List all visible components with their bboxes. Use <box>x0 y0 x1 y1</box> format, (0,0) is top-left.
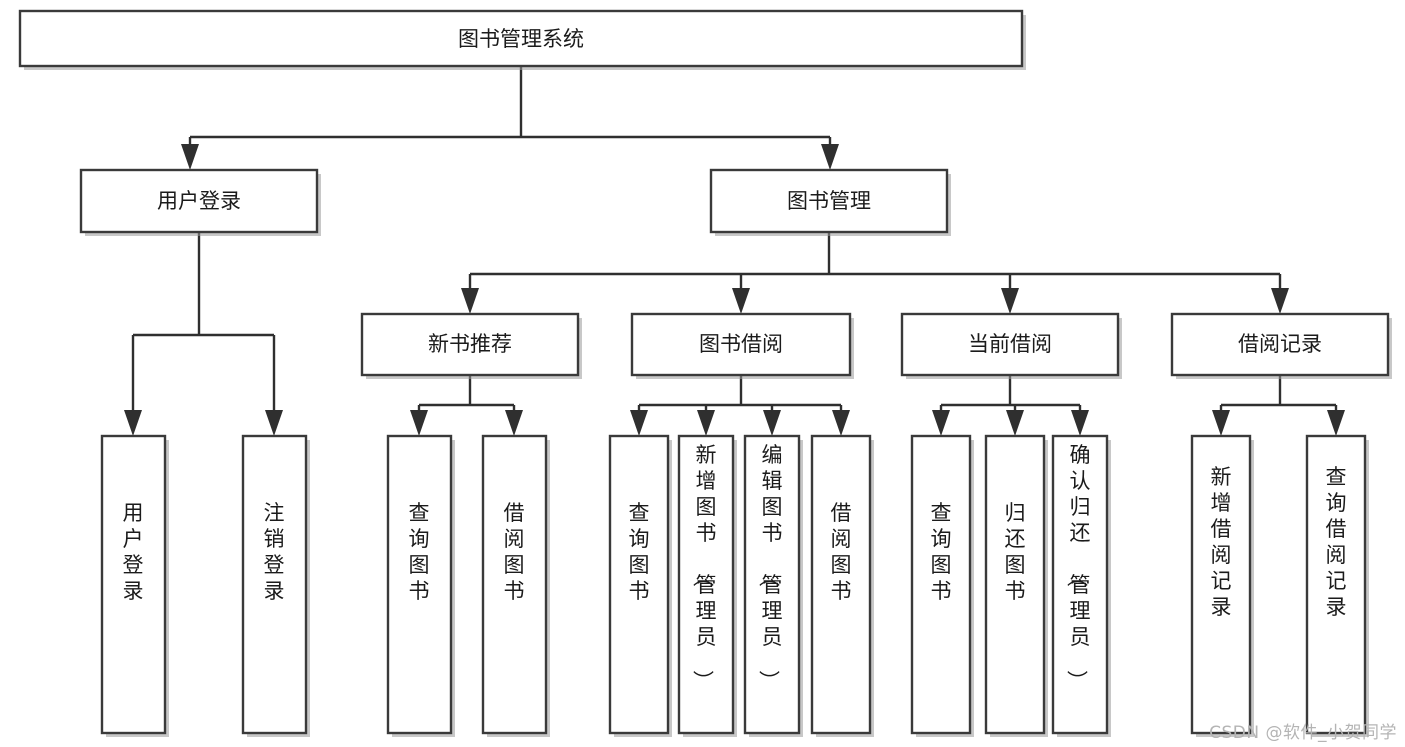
node-label: 图书管理系统 <box>458 27 584 51</box>
node-leaf-add-record[interactable]: 新增借阅记录 <box>1190 434 1254 737</box>
node-rect <box>1051 434 1109 735</box>
node-label: 借阅记录 <box>1238 332 1322 356</box>
node-label: 查询借阅记录 <box>1326 465 1347 619</box>
node-rect <box>79 168 319 234</box>
node-label: 新增借阅记录 <box>1211 465 1232 619</box>
connector-user-login-to-leaves <box>124 232 283 436</box>
connector-book-borrow-to-leaves <box>630 375 850 436</box>
node-leaf-edit-book[interactable]: 编辑图书（管理员） <box>743 434 803 737</box>
node-rect <box>1170 312 1390 377</box>
node-rect <box>709 168 949 234</box>
arrow-head-logout-leaf <box>265 410 283 436</box>
arrow-head-borrow-book-rec <box>505 410 523 436</box>
node-label: 借阅图书 <box>831 501 852 603</box>
node-current-borrow[interactable]: 当前借阅 <box>900 312 1122 379</box>
arrow-head-new-book-rec <box>461 288 479 314</box>
node-rect <box>386 434 453 735</box>
node-rect <box>630 312 852 377</box>
arrow-head-user-login <box>181 144 199 170</box>
node-label: 当前借阅 <box>968 332 1052 356</box>
node-label: 新增图书（管理员） <box>691 443 717 691</box>
node-rect <box>900 312 1120 377</box>
connector-book-manage-to-level3 <box>461 232 1289 314</box>
arrow-head-confirm-return <box>1071 410 1089 436</box>
node-rect <box>360 312 580 377</box>
node-leaf-query-record[interactable]: 查询借阅记录 <box>1305 434 1369 737</box>
arrow-head-add-record <box>1212 410 1230 436</box>
arrow-head-book-borrow <box>732 288 750 314</box>
node-borrow-record[interactable]: 借阅记录 <box>1170 312 1392 379</box>
node-label: 编辑图书（管理员） <box>757 443 783 691</box>
node-leaf-confirm-return[interactable]: 确认归还（管理员） <box>1051 434 1111 737</box>
node-label: 归还图书 <box>1005 501 1026 603</box>
node-rect <box>481 434 548 735</box>
node-root[interactable]: 图书管理系统 <box>18 9 1026 70</box>
arrow-head-add-book <box>697 410 715 436</box>
arrow-head-query-book-cur <box>932 410 950 436</box>
node-label: 图书借阅 <box>699 332 783 356</box>
node-label: 查询图书 <box>629 501 650 603</box>
node-rect <box>743 434 801 735</box>
node-leaf-logout[interactable]: 注销登录 <box>241 434 310 737</box>
node-user-login[interactable]: 用户登录 <box>79 168 321 236</box>
node-leaf-borrow-book-rec[interactable]: 借阅图书 <box>481 434 550 737</box>
connector-root-to-level2 <box>181 66 839 170</box>
arrow-head-borrow-record <box>1271 288 1289 314</box>
node-rect <box>1190 434 1252 735</box>
node-label: 图书管理 <box>787 189 871 213</box>
node-label: 用户登录 <box>157 189 241 213</box>
arrow-head-query-book-rec <box>410 410 428 436</box>
node-new-book-rec[interactable]: 新书推荐 <box>360 312 582 379</box>
node-rect <box>1305 434 1367 735</box>
node-rect <box>241 434 308 735</box>
node-rect <box>100 434 167 735</box>
node-rect <box>18 9 1024 68</box>
arrow-head-query-book-borrow <box>630 410 648 436</box>
node-book-manage[interactable]: 图书管理 <box>709 168 951 236</box>
connector-current-borrow-to-leaves <box>932 375 1089 436</box>
connector-new-book-rec-to-leaves <box>410 375 523 436</box>
node-book-borrow[interactable]: 图书借阅 <box>630 312 854 379</box>
node-rect <box>608 434 670 735</box>
node-label: 新书推荐 <box>428 332 512 356</box>
node-rect <box>810 434 872 735</box>
node-leaf-query-book-rec[interactable]: 查询图书 <box>386 434 455 737</box>
arrow-head-current-borrow <box>1001 288 1019 314</box>
arrow-head-query-record <box>1327 410 1345 436</box>
node-label: 查询图书 <box>409 501 430 603</box>
node-leaf-user-login[interactable]: 用户登录 <box>100 434 169 737</box>
node-label: 查询图书 <box>931 501 952 603</box>
node-leaf-add-book[interactable]: 新增图书（管理员） <box>677 434 737 737</box>
node-leaf-borrow-book[interactable]: 借阅图书 <box>810 434 874 737</box>
node-label: 确认归还（管理员） <box>1065 443 1091 691</box>
arrow-head-user-login-leaf <box>124 410 142 436</box>
arrow-head-book-manage <box>821 144 839 170</box>
node-label: 注销登录 <box>264 501 285 603</box>
arrow-head-return-book <box>1006 410 1024 436</box>
arrow-head-edit-book <box>763 410 781 436</box>
node-label: 借阅图书 <box>504 501 525 603</box>
connector-borrow-record-to-leaves <box>1212 375 1345 436</box>
node-rect <box>677 434 735 735</box>
node-leaf-query-book-borrow[interactable]: 查询图书 <box>608 434 672 737</box>
node-leaf-query-book-cur[interactable]: 查询图书 <box>910 434 974 737</box>
node-label: 用户登录 <box>123 501 144 603</box>
arrow-head-borrow-book <box>832 410 850 436</box>
node-rect <box>910 434 972 735</box>
node-rect <box>984 434 1046 735</box>
node-leaf-return-book[interactable]: 归还图书 <box>984 434 1048 737</box>
